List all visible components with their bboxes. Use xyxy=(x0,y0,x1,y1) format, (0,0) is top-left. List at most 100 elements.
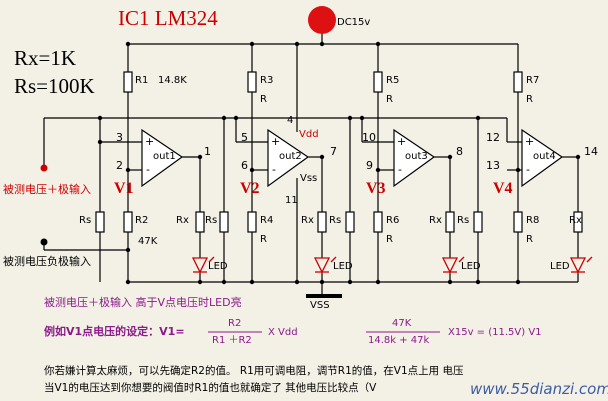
led-label-3: LED xyxy=(461,261,481,272)
r7-value: R xyxy=(526,94,533,105)
rx-label-3: Rx xyxy=(429,215,442,226)
led-1 xyxy=(191,256,215,274)
resistor-r6 xyxy=(373,211,383,233)
r7-label: R7 xyxy=(526,75,540,86)
rx-label-4: Rx xyxy=(569,215,582,226)
rs-label-3: Rs xyxy=(457,215,470,226)
resistors xyxy=(95,71,583,233)
r1-value: 14.8K xyxy=(158,75,187,86)
dc-supply-terminal xyxy=(308,6,336,34)
pin-14: 14 xyxy=(584,145,598,158)
r3-value: R xyxy=(260,94,267,105)
resistor-rx-3 xyxy=(445,211,455,233)
stage-1-wiring xyxy=(99,44,225,282)
op3-minus: - xyxy=(398,163,402,176)
formula-1-multiplier: X Vdd xyxy=(268,327,298,338)
led-label-1: LED xyxy=(208,261,228,272)
rx-label-2: Rx xyxy=(301,215,314,226)
formula-intro: 例如V1点电压的设定：V1= xyxy=(44,325,185,338)
pin-10: 10 xyxy=(362,131,376,144)
plus-input-label: 被测电压＋极输入 xyxy=(3,183,91,196)
pin-6: 6 xyxy=(241,159,248,172)
param-rs: Rs=100K xyxy=(14,74,95,98)
resistor-rs-1 xyxy=(95,211,105,233)
led-4 xyxy=(569,256,593,274)
op4-minus: - xyxy=(526,163,530,176)
v3-label: V3 xyxy=(366,180,386,197)
rs-label-1b: Rs xyxy=(205,215,218,226)
r2-label: R2 xyxy=(135,215,149,226)
resistor-r8 xyxy=(513,211,523,233)
resistor-r7 xyxy=(513,71,523,93)
plus-input-terminal xyxy=(40,164,48,172)
junctions xyxy=(97,41,581,285)
op1-minus: - xyxy=(146,163,150,176)
pin-1: 1 xyxy=(204,145,211,158)
stage-3-wiring xyxy=(361,44,479,282)
footer-note-1: 你若嫌计算太麻烦，可以先确定R2的值。 R1用可调电阻，调节R1的值，在V1点上… xyxy=(44,365,464,377)
r8-label: R8 xyxy=(526,215,540,226)
led-3 xyxy=(441,256,465,274)
op-amps xyxy=(141,128,564,188)
resistor-rx-1 xyxy=(195,211,205,233)
formula-2-result: X15v = (11.5V) V1 xyxy=(448,327,542,338)
resistor-r2 xyxy=(123,211,133,233)
r4-label: R4 xyxy=(260,215,274,226)
resistor-rs-2 xyxy=(345,211,355,233)
r5-value: R xyxy=(386,94,393,105)
led-label-2: LED xyxy=(333,261,353,272)
pin-9: 9 xyxy=(366,159,373,172)
out1-label: out1 xyxy=(153,151,176,162)
param-rx: Rx=1K xyxy=(14,46,77,70)
watermark: www.55dianzi.com xyxy=(468,382,608,397)
resistor-rx-4 xyxy=(573,211,583,233)
out4-label: out4 xyxy=(533,151,556,162)
stage-2-wiring xyxy=(235,44,351,282)
op2-plus: + xyxy=(271,135,281,148)
supply-label: DC15v xyxy=(337,17,371,28)
pin-4: 4 xyxy=(287,115,294,126)
rs-label-2: Rs xyxy=(329,215,342,226)
op-amp-1 xyxy=(141,128,184,188)
formula-1-denominator: R1 ＋R2 xyxy=(212,335,252,346)
pin-7: 7 xyxy=(330,145,337,158)
pin-13: 13 xyxy=(486,159,500,172)
pin-2: 2 xyxy=(116,159,123,172)
minus-input-terminal xyxy=(40,238,48,246)
led-condition-note: 被测电压＋极输入 高于V点电压时LED亮 xyxy=(44,296,242,309)
pin-5: 5 xyxy=(241,131,248,144)
pin-12: 12 xyxy=(486,131,500,144)
rs-label-1: Rs xyxy=(79,215,92,226)
op1-plus: + xyxy=(145,135,155,148)
resistor-rs-3 xyxy=(473,211,483,233)
op4-plus: + xyxy=(525,135,535,148)
resistor-rx-2 xyxy=(317,211,327,233)
resistor-r5 xyxy=(373,71,383,93)
stage-4-wiring xyxy=(506,44,579,282)
pin-8: 8 xyxy=(456,145,463,158)
v1-label: V1 xyxy=(114,180,134,197)
op-amp-4 xyxy=(521,128,564,188)
r2-value: 47K xyxy=(138,236,158,247)
op-amp-2 xyxy=(267,128,310,188)
r5-label: R5 xyxy=(386,75,400,86)
v2-label: V2 xyxy=(240,180,260,197)
led-2 xyxy=(313,256,337,274)
op2-minus: - xyxy=(272,163,276,176)
r3-label: R3 xyxy=(260,75,274,86)
resistor-r1 xyxy=(123,71,133,93)
vss-label: Vss xyxy=(300,173,318,184)
formula-2-numerator: 47K xyxy=(392,318,412,329)
footer-note-2: 当V1的电压达到你想要的阀值时R1的值也就确定了 其他电压比较点（V xyxy=(44,382,377,394)
minus-input-label: 被测电压负极输入 xyxy=(3,255,91,268)
leds xyxy=(191,256,593,274)
r6-value: R xyxy=(386,234,393,245)
pin-3: 3 xyxy=(116,131,123,144)
pin-11: 11 xyxy=(285,195,298,206)
rx-label-1: Rx xyxy=(176,215,189,226)
out3-label: out3 xyxy=(405,151,428,162)
led-label-4: LED xyxy=(550,261,570,272)
resistor-rs-1b xyxy=(219,211,229,233)
formula-1-numerator: R2 xyxy=(228,318,242,329)
